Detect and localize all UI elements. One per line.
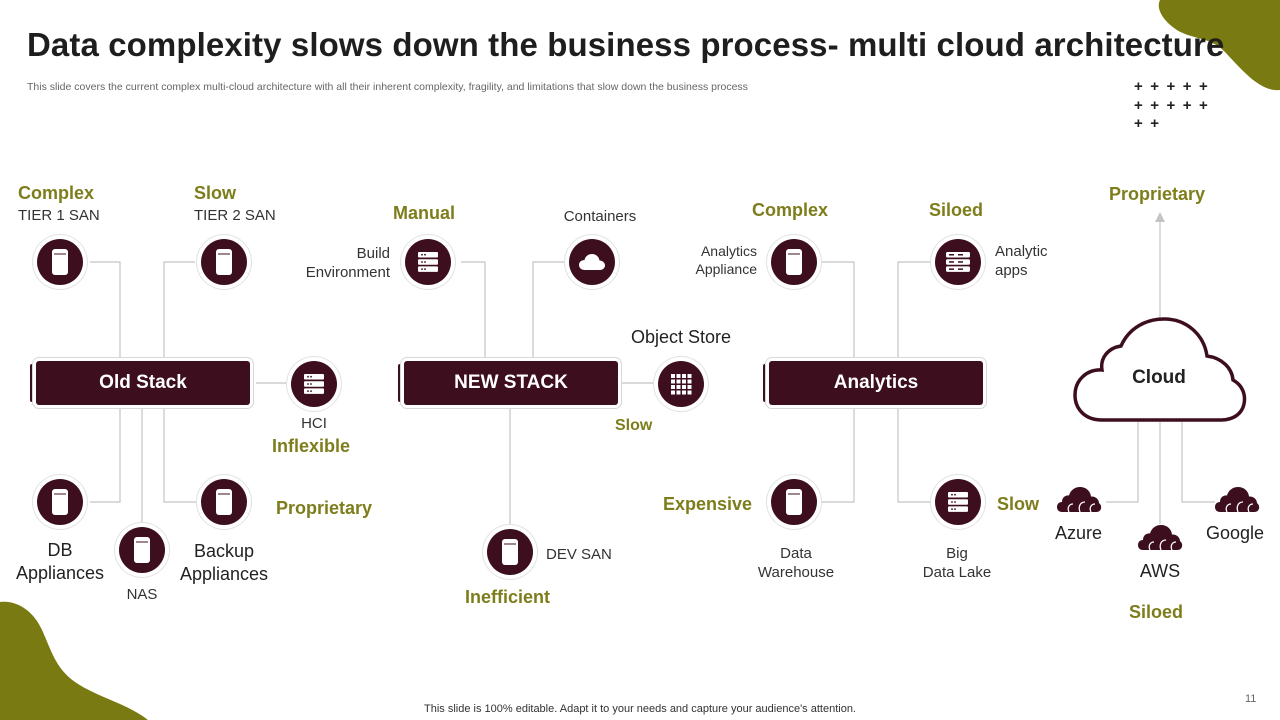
node-object-store <box>658 361 704 407</box>
label-tier2-san: TIER 2 SAN <box>194 207 276 224</box>
node-backup-appliances <box>201 479 247 525</box>
label-data-warehouse: Data Warehouse <box>757 545 835 581</box>
analytics-stack-tab <box>763 364 768 402</box>
label-containers: Containers <box>563 208 637 225</box>
label-azure: Azure <box>1055 523 1103 543</box>
cloud-label: Cloud <box>1132 367 1186 388</box>
corner-decoration-bottom-left <box>0 601 148 720</box>
server-icon <box>786 489 802 515</box>
node-big-data-lake <box>935 479 981 525</box>
label-tier1-san: TIER 1 SAN <box>18 207 100 224</box>
azure-cloud-icon <box>1057 487 1102 513</box>
server-rack-icon <box>304 374 324 394</box>
label-analytic-apps: Analytic apps <box>995 243 1048 279</box>
label-db-appliances: DB Appliances <box>15 540 105 583</box>
cloud-shape <box>1073 317 1247 422</box>
page-title: Data complexity slows down the business … <box>27 26 1225 63</box>
server-icon <box>52 489 68 515</box>
tag-expensive: Expensive <box>663 494 753 514</box>
tag-slow-object-store: Slow <box>615 417 653 434</box>
label-nas: NAS <box>126 586 158 603</box>
label-backup-appliances: Backup Appliances <box>179 541 269 584</box>
server-icon <box>216 489 232 515</box>
analytics-stack-box: Analytics <box>769 361 983 405</box>
label-hci: HCI <box>301 415 327 432</box>
new-stack-label: NEW STACK <box>454 372 568 393</box>
server-icon <box>502 539 518 565</box>
tag-proprietary-backup: Proprietary <box>276 498 373 518</box>
cloud-icon <box>579 254 605 270</box>
node-analytic-apps <box>935 239 981 285</box>
server-icon <box>786 249 802 275</box>
node-dev-san <box>487 529 533 575</box>
old-stack-tab <box>30 364 35 402</box>
node-containers <box>569 239 615 285</box>
label-google: Google <box>1206 523 1265 543</box>
page-number: 11 <box>1245 693 1257 705</box>
tag-complex-analytics: Complex <box>752 200 829 220</box>
analytics-stack-label: Analytics <box>833 372 919 393</box>
page-subtitle: This slide covers the current complex mu… <box>27 81 748 93</box>
old-stack-label: Old Stack <box>99 372 187 393</box>
node-db-appliances <box>37 479 83 525</box>
node-nas <box>119 527 165 573</box>
node-build-environment <box>405 239 451 285</box>
server-icon <box>216 249 232 275</box>
label-object-store: Object Store <box>630 327 732 347</box>
tag-manual: Manual <box>393 203 456 223</box>
label-build-environment: Build Environment <box>305 245 390 281</box>
aws-cloud-icon <box>1138 525 1183 551</box>
tag-inefficient: Inefficient <box>465 587 551 607</box>
plus-pattern-decoration: +++++ +++++ ++ <box>1134 78 1216 132</box>
label-analytics-appliance: Analytics Appliance <box>695 243 758 277</box>
footer-note: This slide is 100% editable. Adapt it to… <box>424 703 856 715</box>
node-analytics-appliance <box>771 239 817 285</box>
node-tier1-san <box>37 239 83 285</box>
label-aws: AWS <box>1139 561 1181 581</box>
tag-siloed-cloud: Siloed <box>1129 602 1184 622</box>
grid-icon <box>671 374 692 395</box>
server-rack-icon <box>946 252 970 272</box>
tag-complex-tier1: Complex <box>18 183 95 203</box>
node-data-warehouse <box>771 479 817 525</box>
server-rack-icon <box>418 252 438 272</box>
google-cloud-icon <box>1215 487 1260 513</box>
tag-siloed-analytic-apps: Siloed <box>929 200 984 220</box>
tag-proprietary-cloud: Proprietary <box>1109 184 1206 204</box>
server-icon <box>134 537 150 563</box>
label-big-data-lake: Big Data Lake <box>922 545 992 581</box>
node-tier2-san <box>201 239 247 285</box>
tag-slow-tier2: Slow <box>194 183 237 203</box>
server-icon <box>52 249 68 275</box>
old-stack-box: Old Stack <box>36 361 250 405</box>
tag-slow-data-lake: Slow <box>997 494 1040 514</box>
tag-inflexible: Inflexible <box>272 436 351 456</box>
node-hci <box>291 361 337 407</box>
server-rack-icon <box>948 492 968 512</box>
label-dev-san: DEV SAN <box>546 546 612 563</box>
new-stack-box: NEW STACK <box>404 361 618 405</box>
new-stack-tab <box>398 364 403 402</box>
corner-decoration-top-right <box>1158 0 1280 91</box>
